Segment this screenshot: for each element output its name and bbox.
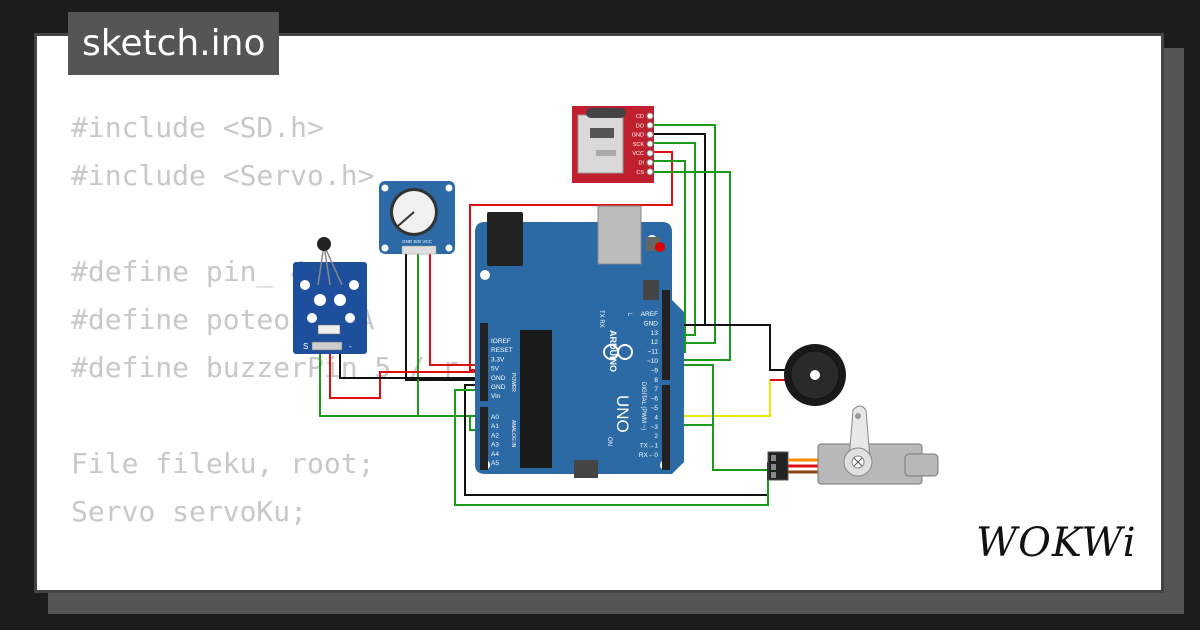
wire-sd-vcc xyxy=(469,151,673,371)
power-pin-label: GND xyxy=(491,375,506,382)
sd-pin-label: VCC xyxy=(632,151,644,157)
usb-port xyxy=(597,205,642,265)
wire-buzzer-sig xyxy=(668,379,785,417)
sd-slot xyxy=(577,114,624,174)
servo-horn xyxy=(848,405,871,461)
analog-pin-label: A1 xyxy=(491,423,499,430)
sd-pin[interactable] xyxy=(646,149,654,157)
power-pin-label: 3.3V xyxy=(491,356,505,363)
arduino-uno: ARDUINO UNO ON TX RX L POWER ANALOG IN D… xyxy=(475,205,684,478)
analog-pin-label: A5 xyxy=(491,460,499,467)
wire-servo-signal xyxy=(668,424,768,471)
power-pin-label: IOREF xyxy=(491,338,511,345)
dc-jack xyxy=(487,212,523,266)
digital-pin-label: 2 xyxy=(654,433,658,440)
sd-pin-group: CD DO GND SCK VCC DI CS xyxy=(632,112,654,176)
digital-label: DIGITAL (PWM ~) xyxy=(640,382,646,430)
analog-label: ANALOG IN xyxy=(510,420,516,448)
analog-pin-label: A4 xyxy=(491,451,499,458)
sd-pin-label: CS xyxy=(636,170,644,176)
sd-pin-label: DO xyxy=(636,123,645,129)
sd-pin-label: GND xyxy=(632,133,644,139)
analog-pin-label: A3 xyxy=(491,442,499,449)
analog-pin-label: A2 xyxy=(491,432,499,439)
pot-indicator xyxy=(397,211,415,227)
code-line: #define buzzerPin 5 / r xyxy=(71,351,459,384)
code-line: #include <Servo.h> xyxy=(71,159,375,192)
digital-pin-labels: AREF GND 13 12 ~11 ~10 ~9 8 7 ~6 ~5 4 ~3 2TX→1RX←0 xyxy=(639,311,659,459)
sd-pin[interactable] xyxy=(646,159,654,166)
sd-pin-label: CD xyxy=(636,114,644,120)
wire-sd-do xyxy=(652,124,716,344)
code-line: Servo servoKu; xyxy=(71,495,308,528)
power-pin-label: 5V xyxy=(491,366,500,373)
wire-sd-cs xyxy=(652,171,731,361)
thermistor-icon xyxy=(317,237,331,251)
wire-temp-vcc xyxy=(329,350,486,399)
arduino-brand: ARDUINO xyxy=(608,330,618,372)
servo-motor xyxy=(767,405,939,485)
power-pin-label: Vin xyxy=(491,393,501,400)
sd-pin[interactable] xyxy=(646,121,654,129)
sd-card-edge xyxy=(590,128,614,138)
digital-pin-label: ~10 xyxy=(647,358,658,365)
digital-pin-label: RX←0 xyxy=(639,452,659,459)
analog-pin-label: A0 xyxy=(491,414,499,421)
wire-servo-gnd xyxy=(454,389,769,506)
reset-button xyxy=(655,242,665,252)
buzzer xyxy=(784,344,846,406)
digital-pin-label: ~11 xyxy=(647,349,658,356)
digital-pin-label: GND xyxy=(644,320,659,327)
l-label: L xyxy=(626,313,632,317)
file-tab[interactable]: sketch.ino xyxy=(68,12,280,75)
digital-pin-label: AREF xyxy=(641,311,658,318)
sd-pin-label: SCK xyxy=(633,142,645,148)
digital-pin-label: 13 xyxy=(651,330,659,337)
temp-sensor-module: S - xyxy=(293,237,367,354)
temp-board xyxy=(293,262,367,354)
power-label: POWER xyxy=(510,373,516,392)
atmega-chip xyxy=(520,330,552,468)
power-pin-labels: IOREF RESET 3.3V 5V GND GND Vin xyxy=(491,338,513,400)
sd-pin[interactable] xyxy=(646,140,654,148)
tx-rx-label: TX RX xyxy=(598,310,604,328)
potentiometer: GND SIG VCC xyxy=(379,181,455,255)
digital-pin-label: ~3 xyxy=(651,424,659,431)
power-pin-label: RESET xyxy=(491,347,513,354)
code-line: #include <SD.h> xyxy=(71,111,324,144)
digital-pin-label: TX→1 xyxy=(640,443,659,450)
power-pin-label: GND xyxy=(491,384,506,391)
digital-pin-label: ~5 xyxy=(651,405,659,412)
sd-pin[interactable] xyxy=(646,131,654,139)
on-label: ON xyxy=(606,437,612,446)
buzzer-icon xyxy=(810,370,820,380)
wire-pot-vcc xyxy=(429,252,486,366)
temp-s-label: S xyxy=(303,342,308,351)
sd-card-module: CD DO GND SCK VCC DI CS xyxy=(572,106,654,183)
arduino-logo-icon xyxy=(617,344,633,360)
code-line: File fileku, root; xyxy=(71,447,375,480)
sd-slot-top xyxy=(586,108,626,118)
digital-pin-label: ~6 xyxy=(651,396,659,403)
sd-pin-label: DI xyxy=(639,161,645,167)
pot-pin-labels: GND SIG VCC xyxy=(402,239,433,244)
sd-pin[interactable] xyxy=(646,112,654,120)
wire-buzzer-gnd xyxy=(668,324,785,371)
wokwi-logo[interactable]: WOKWi xyxy=(976,520,1137,566)
digital-pin-label: 7 xyxy=(654,386,658,393)
arduino-model: UNO xyxy=(613,395,632,433)
wire-temp-gnd xyxy=(339,350,486,379)
svg-text:-: - xyxy=(349,342,352,351)
wire-pot-gnd xyxy=(405,252,486,381)
wires xyxy=(319,124,785,506)
digital-pin-label: ~9 xyxy=(651,367,659,374)
digital-pin-label: 4 xyxy=(654,414,658,421)
digital-pin-label: 12 xyxy=(651,339,659,346)
sd-pin[interactable] xyxy=(646,168,654,176)
digital-pin-label: 8 xyxy=(654,377,658,384)
